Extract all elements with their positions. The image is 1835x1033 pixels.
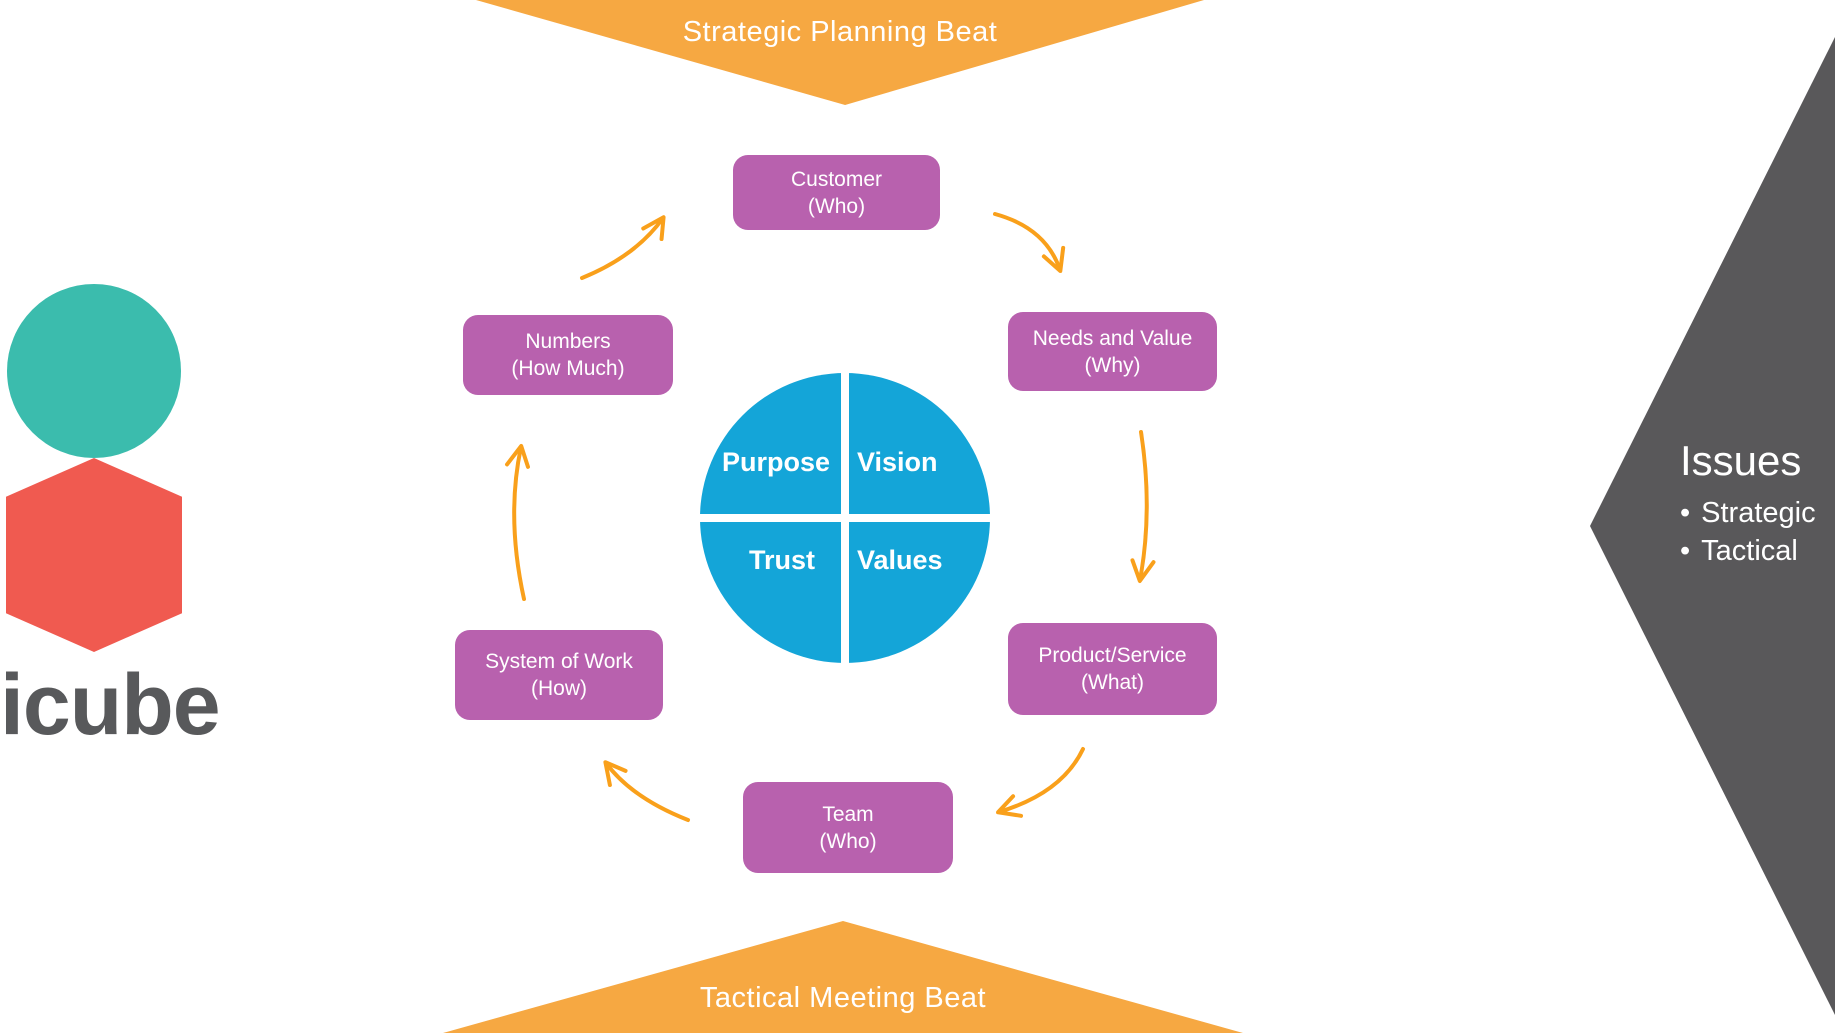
arrow-customer-to-needs-icon: [993, 212, 1066, 273]
cycle-box-subtitle: (Who): [819, 829, 877, 853]
cycle-box-product-service: Product/Service (What): [1008, 623, 1217, 715]
cycle-box-title: Product/Service: [1038, 644, 1187, 667]
cycle-box-subtitle: (Who): [807, 194, 866, 218]
strategic-planning-banner: Strategic Planning Beat: [476, 0, 1204, 105]
quadrant-vision: Vision: [857, 447, 938, 477]
cycle-box-subtitle: (How Much): [511, 357, 625, 380]
arrow-system-to-numbers-icon: [505, 444, 530, 601]
issues-panel-content: Issues • Strategic • Tactical: [1680, 438, 1816, 570]
cycle-box-title: Numbers: [525, 330, 611, 353]
quadrant-purpose: Purpose: [721, 447, 830, 477]
arrow-product-to-team-icon: [996, 747, 1085, 818]
cycle-box-title: System of Work: [485, 650, 633, 673]
logo-wordmark: icube: [0, 657, 221, 753]
cycle-box-subtitle: (How): [531, 677, 587, 700]
quadrant-trust: Trust: [748, 545, 815, 575]
issues-item-tactical: • Tactical: [1680, 532, 1816, 570]
core-values-circle: Purpose Vision Trust Values: [700, 373, 990, 663]
logo-circle-icon: [7, 284, 181, 458]
cycle-box-system-of-work: System of Work (How): [455, 630, 663, 720]
issues-item-label: Tactical: [1701, 535, 1798, 567]
cycle-box-subtitle: (Why): [1084, 353, 1141, 377]
quadrant-values: Values: [857, 545, 943, 575]
strategic-planning-banner-label: Strategic Planning Beat: [682, 16, 998, 48]
cycle-box-team: Team (Who): [743, 782, 953, 873]
cycle-box-needs-and-value: Needs and Value (Why): [1008, 312, 1217, 391]
cycle-box-title: Team: [822, 802, 874, 826]
issues-title: Issues: [1680, 437, 1802, 484]
cycle-box-title: Needs and Value: [1032, 326, 1193, 350]
arrow-needs-to-product-icon: [1130, 430, 1156, 583]
cycle-box-title: Customer: [790, 167, 883, 191]
logo-hexagon-icon: [6, 458, 182, 652]
cycle-box-customer: Customer (Who): [733, 155, 940, 230]
issues-item-strategic: • Strategic: [1680, 494, 1816, 532]
cycle-box-subtitle: (What): [1081, 671, 1144, 694]
tactical-meeting-banner: Tactical Meeting Beat: [443, 921, 1243, 1033]
arrow-team-to-system-icon: [603, 760, 690, 822]
circle-divider-horizontal: [700, 514, 990, 522]
issues-item-label: Strategic: [1701, 497, 1816, 529]
arrow-numbers-to-customer-icon: [580, 215, 666, 280]
bullet-icon: •: [1680, 535, 1691, 567]
cycle-box-numbers: Numbers (How Much): [463, 315, 673, 395]
bullet-icon: •: [1680, 497, 1691, 529]
tactical-meeting-banner-label: Tactical Meeting Beat: [699, 982, 987, 1014]
